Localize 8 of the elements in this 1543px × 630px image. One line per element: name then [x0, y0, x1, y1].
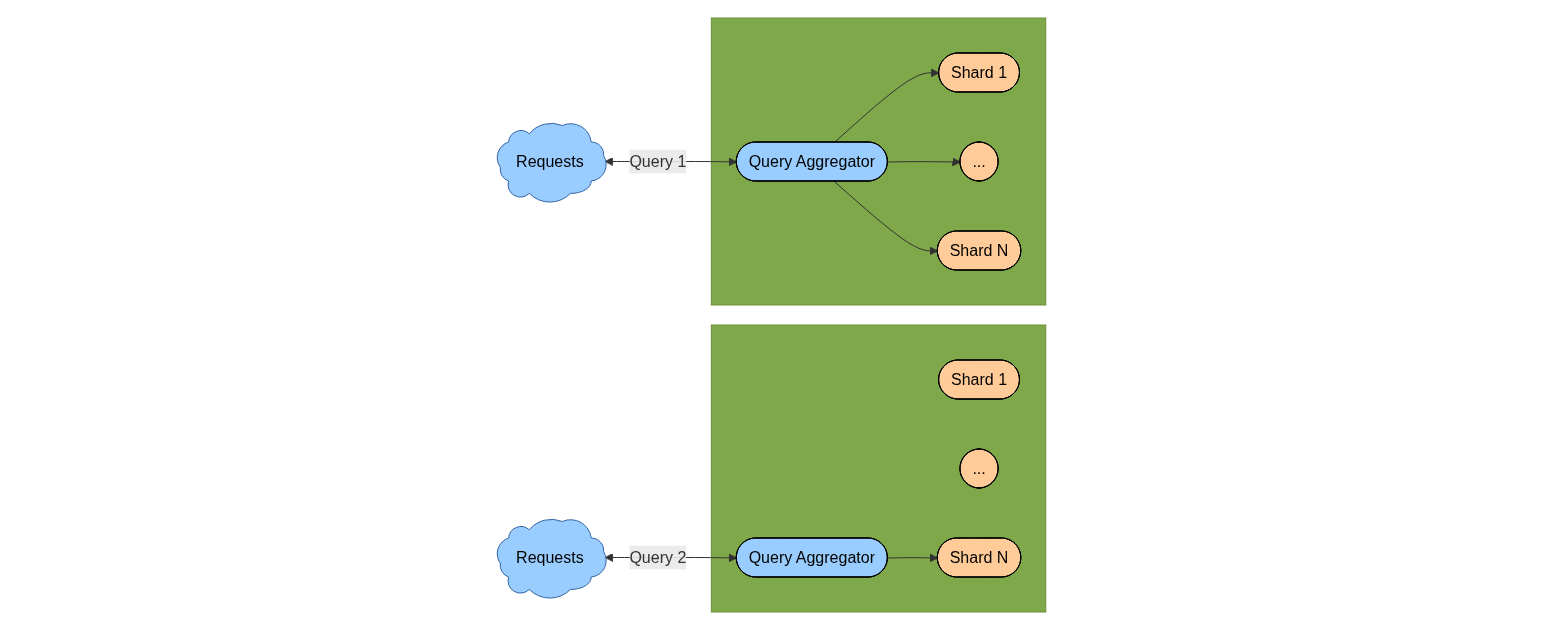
arrow	[833, 181, 939, 256]
edge-label: Query 1	[629, 152, 687, 170]
cluster	[710, 17, 1047, 306]
cluster	[710, 324, 1047, 613]
edge-label: Query 2	[629, 548, 687, 566]
arrow	[833, 68, 940, 143]
arrow	[887, 157, 961, 167]
arrow	[887, 553, 939, 563]
